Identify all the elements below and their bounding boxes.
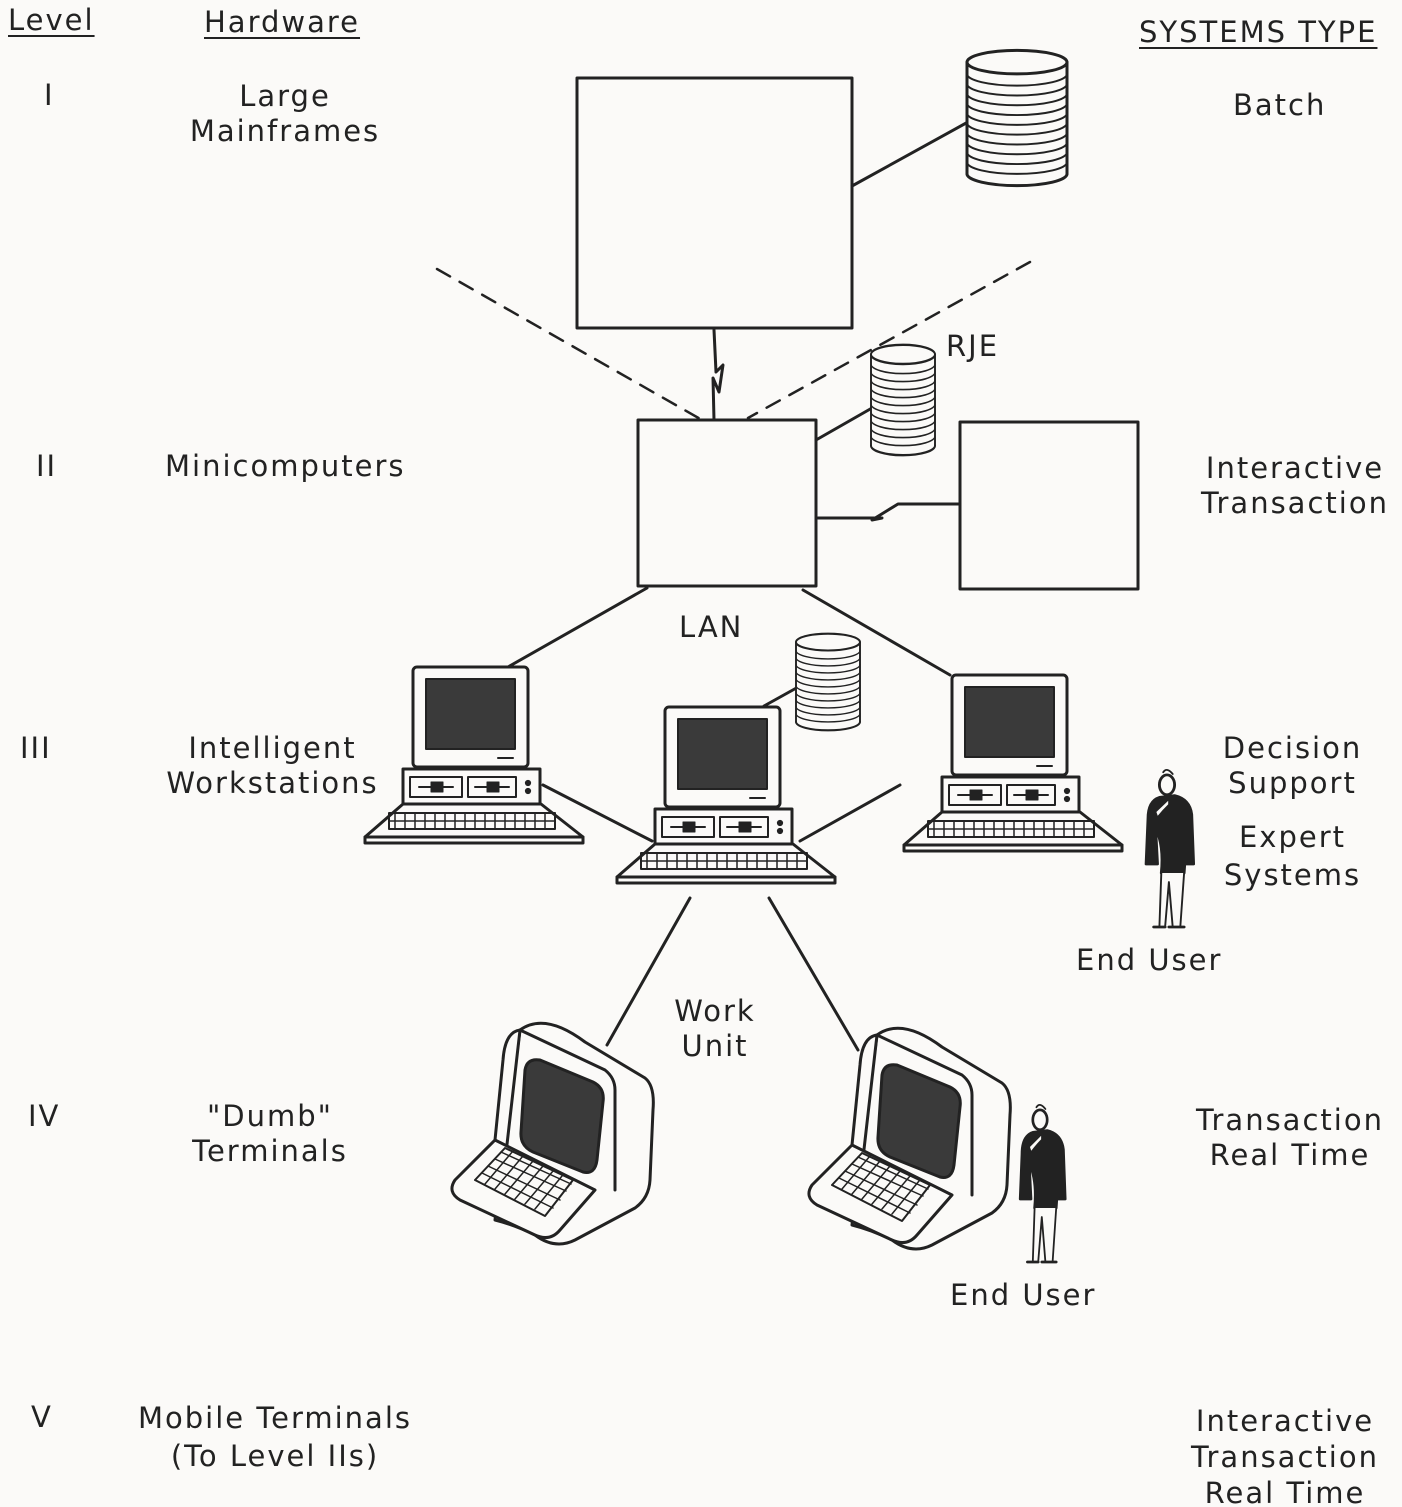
hardware-mainframes-line-1: Large: [239, 79, 331, 113]
hardware-mainframes-line-2: Mainframes: [189, 114, 381, 148]
workstation-center-icon[interactable]: [615, 705, 837, 885]
header-hardware: Hardware: [204, 5, 361, 39]
mainframe-box: [575, 76, 854, 330]
end-user-person-icon-1: [1144, 768, 1196, 929]
hardware-mobile-terminals-line-2: (To Level IIs): [170, 1439, 380, 1473]
terminal-link-left: [605, 896, 692, 1047]
comm-link-mini-mini: [816, 502, 962, 522]
hardware-dumb-terminals: "Dumb" Terminals: [170, 1099, 370, 1169]
lan-line-left: [506, 586, 649, 669]
hardware-workstations-line-2: Workstations: [166, 766, 379, 800]
hardware-minicomputers: Minicomputers: [165, 449, 406, 483]
hardware-dumb-terminals-line-1: "Dumb": [206, 1099, 334, 1133]
systems-decision-support: Decision Support: [1195, 731, 1390, 801]
systems-interactive-transaction-line-1: Interactive: [1205, 451, 1385, 485]
label-work-unit-line-1: Work: [674, 994, 756, 1028]
label-work-unit-line-2: Unit: [681, 1029, 749, 1063]
rje-dashed-line-left: [435, 267, 704, 422]
lan-line-right: [801, 588, 952, 677]
label-lan: LAN: [679, 610, 744, 644]
systems-batch: Batch: [1233, 88, 1327, 122]
systems-interactive-transaction-real-time: Interactive Transaction Real Time: [1178, 1403, 1392, 1507]
hardware-workstations: Intelligent Workstations: [160, 731, 385, 801]
workstation-disk-icon: [794, 632, 862, 732]
systems-interactive-transaction-line-2: Transaction: [1201, 486, 1389, 520]
systems-transaction-real-time-line-2: Real Time: [1209, 1138, 1371, 1172]
dumb-terminal-right-icon[interactable]: [807, 1026, 1012, 1251]
label-rje: RJE: [946, 329, 1000, 363]
hardware-mobile-terminals: Mobile Terminals (To Level IIs): [125, 1399, 425, 1475]
hardware-dumb-terminals-line-2: Terminals: [192, 1134, 348, 1168]
mini-disk-icon: [869, 343, 937, 457]
level-5: V: [31, 1400, 53, 1434]
systems-decision-support-line-1: Decision: [1222, 731, 1363, 765]
systems-interactive-transaction: Interactive Transaction: [1190, 451, 1400, 521]
systems-transaction-real-time: Transaction Real Time: [1185, 1103, 1395, 1173]
hardware-mobile-terminals-line-1: Mobile Terminals: [137, 1401, 412, 1435]
label-end-user-2: End User: [950, 1278, 1097, 1312]
level-4: IV: [28, 1099, 61, 1133]
workstation-left-icon[interactable]: [363, 665, 585, 845]
level-3: III: [20, 731, 52, 765]
comm-link-mainframe-mini: [711, 328, 725, 422]
systems-expert-systems-line-2: Systems: [1223, 858, 1362, 892]
end-user-person-icon-2: [1018, 1103, 1067, 1264]
rje-dashed-line-right: [746, 260, 1032, 420]
header-level: Level: [8, 3, 95, 37]
dumb-terminal-left-icon[interactable]: [450, 1021, 655, 1246]
header-systems-type: SYSTEMS TYPE: [1139, 15, 1378, 49]
hardware-workstations-line-1: Intelligent: [188, 731, 357, 765]
systems-expert-systems-line-1: Expert: [1238, 820, 1347, 854]
systems-transaction-real-time-line-1: Transaction: [1196, 1103, 1384, 1137]
hardware-mainframes: Large Mainframes: [185, 79, 385, 149]
label-end-user-1: End User: [1076, 943, 1223, 977]
systems-itr-line-3: Real Time: [1204, 1476, 1366, 1507]
level-1: I: [44, 78, 55, 112]
systems-expert-systems: Expert Systems: [1195, 818, 1390, 894]
label-work-unit: Work Unit: [655, 994, 775, 1064]
workstation-right-icon[interactable]: [902, 673, 1124, 853]
minicomputer-box: [636, 418, 818, 588]
level-2: II: [36, 449, 58, 483]
terminal-link-right: [767, 896, 860, 1052]
systems-itr-line-1: Interactive: [1195, 1404, 1375, 1438]
mainframe-disk-icon: [965, 48, 1069, 188]
systems-decision-support-line-2: Support: [1228, 766, 1357, 800]
minicomputer-box-2: [958, 420, 1140, 591]
systems-itr-line-2: Transaction: [1191, 1440, 1379, 1474]
